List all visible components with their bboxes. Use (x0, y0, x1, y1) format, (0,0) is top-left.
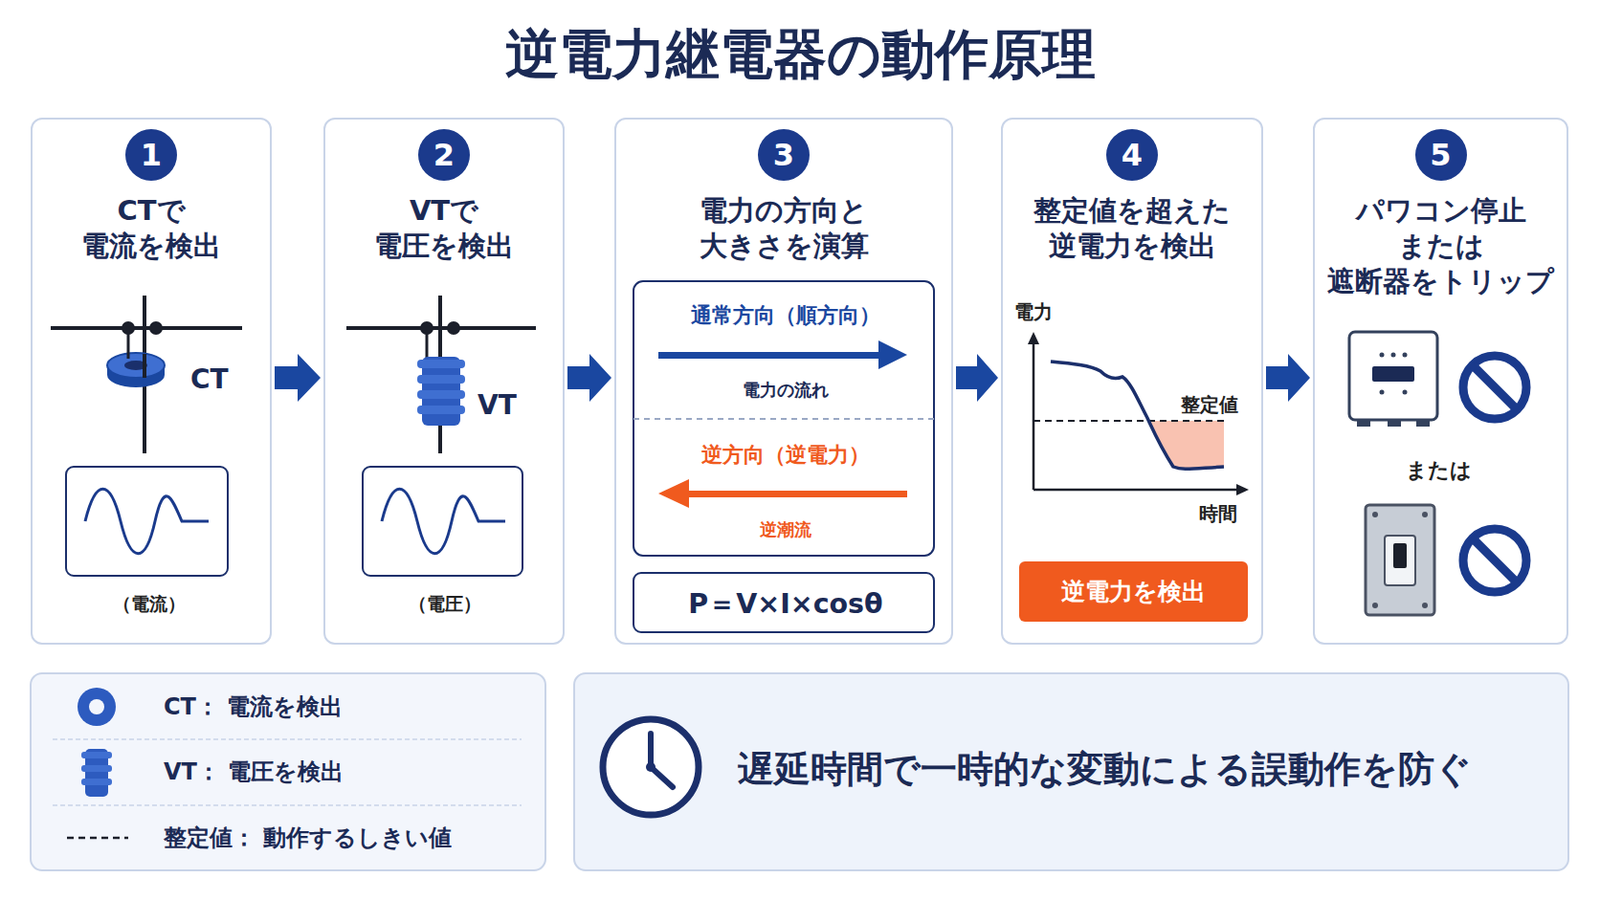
alert-box: 逆電力を検出 (1019, 561, 1248, 623)
current-wave (85, 488, 209, 555)
clock-icon (602, 719, 699, 816)
step-heading: 整定値を超えた 逆電力を検出 (1010, 193, 1254, 265)
legend-ct-sample (77, 688, 116, 727)
part-label: VT (477, 389, 517, 423)
flow-arrow (1266, 354, 1311, 402)
legend-text: CT： 電流を検出 (163, 690, 343, 724)
step-heading: 電力の方向と 大きさを演算 (625, 193, 942, 265)
part-label: CT (190, 363, 229, 397)
prohibit-icon (1463, 355, 1527, 420)
ct-symbol (50, 295, 243, 454)
voltage-wave (381, 488, 506, 555)
step-number: 1 (125, 129, 178, 181)
flow-arrow (955, 354, 999, 402)
box-text: 逆潮流 (635, 516, 936, 544)
flow-arrow (567, 354, 612, 402)
note-box: 遅延時間で一時的な変動による誤動作を防ぐ (574, 673, 1569, 871)
step-panel: 3 電力の方向と 大きさを演算通常方向（順方向） 電力の流れ逆方向（逆電力） 逆潮流 P… (614, 117, 954, 645)
box-text: （電圧） (364, 591, 525, 619)
note-box-fill (574, 673, 1569, 871)
box-text: 電力の流れ (635, 377, 936, 404)
step-panel: 4 整定値を超えた 逆電力を検出逆電力を検出 (1000, 117, 1264, 645)
breaker-icon (1365, 505, 1435, 616)
legend-vt-sample (81, 749, 112, 798)
axis-label: 電力 (1014, 299, 1053, 325)
legend-box (30, 673, 546, 871)
waveform-frame (66, 466, 228, 577)
step-number: 5 (1415, 129, 1467, 181)
divider (633, 418, 934, 421)
step-panel: 2VTで 電圧を検出 （電圧） (323, 117, 565, 645)
box-text: 逆方向（逆電力） (635, 440, 936, 471)
inverter-icon (1349, 332, 1438, 427)
threshold-label: 整定値 (1180, 392, 1239, 418)
legend-divider (52, 804, 522, 807)
direction-box: 通常方向（順方向） 電力の流れ逆方向（逆電力） 逆潮流 (635, 283, 936, 558)
power-chart (1027, 332, 1249, 496)
forward-arrow (658, 340, 908, 370)
title: 逆電力継電器の動作原理 (0, 21, 1600, 89)
waveform-box: （電圧） (364, 468, 525, 578)
step-heading: CTで 電流を検出 (50, 193, 252, 265)
box-text: 通常方向（順方向） (635, 300, 936, 332)
legend-text: VT： 電圧を検出 (163, 755, 344, 789)
formula-box: P＝V×I×cosθ (635, 575, 936, 635)
step-heading: VTで 電圧を検出 (343, 193, 545, 265)
legend-text: 整定値： 動作するしきい値 (163, 822, 452, 855)
waveform-box: （電流） (67, 468, 230, 578)
box-text: 遅延時間で一時的な変動による誤動作を防ぐ (737, 746, 1552, 793)
or-label: または (1405, 457, 1472, 485)
step-number: 4 (1106, 129, 1158, 181)
box-text: 逆電力を検出 (1019, 574, 1248, 610)
waveform-frame (362, 466, 523, 577)
reverse-arrow (658, 479, 908, 509)
step-number: 2 (418, 129, 470, 181)
prohibit-icon (1463, 529, 1527, 593)
step-panel: 5 パワコン停止 または 遮断器をトリップ (1312, 117, 1569, 645)
step-heading: パワコン停止 または 遮断器をトリップ (1321, 193, 1561, 300)
legend-dash-sample (66, 837, 129, 841)
vt-symbol (346, 295, 536, 454)
step-panel: 1CTで 電流を検出 （電流） (30, 117, 272, 645)
box-text: （電流） (67, 591, 230, 619)
axis-label: 時間 (1199, 501, 1238, 527)
step-number: 3 (757, 129, 810, 181)
flow-arrow (274, 354, 321, 402)
legend-divider (52, 738, 522, 741)
box-text: P＝V×I×cosθ (635, 584, 936, 625)
